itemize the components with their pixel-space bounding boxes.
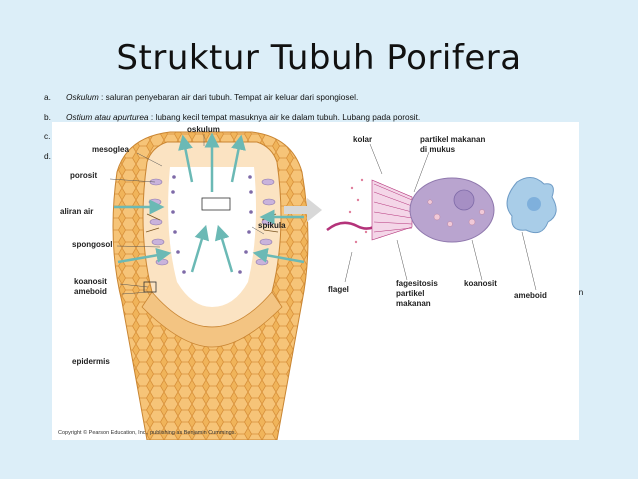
label-partikel-1: partikel makanan: [420, 135, 485, 144]
label-spikula: spikula: [258, 221, 286, 230]
label-kolar: kolar: [353, 135, 372, 144]
bullet-oskulum: a.Oskulum : saluran penyebaran air dari …: [44, 92, 358, 102]
label-koanosit-left: koanosit: [74, 277, 107, 286]
label-partikel-2: di mukus: [420, 145, 456, 154]
label-ameboid-left: ameboid: [74, 287, 107, 296]
label-mesoglea: mesoglea: [92, 145, 129, 154]
bullet-term: Oskulum: [66, 92, 99, 102]
bullet-label: a.: [44, 92, 66, 102]
label-aliran-air: aliran air: [60, 207, 93, 216]
choanocyte-closeup: [327, 177, 556, 243]
label-epidermis: epidermis: [72, 357, 110, 366]
label-spongosol: spongosol: [72, 240, 112, 249]
sponge-body: [113, 132, 308, 440]
bullet-text: : saluran penyebaran air dari tubuh. Tem…: [99, 92, 359, 102]
copyright-notice: Copyright © Pearson Education, Inc., pub…: [58, 429, 236, 436]
bullet-label: b.: [44, 112, 66, 122]
slide-title: Struktur Tubuh Porifera: [0, 38, 638, 78]
label-fagesitosis-3: makanan: [396, 299, 431, 308]
label-fagesitosis-1: fagesitosis: [396, 279, 438, 288]
label-porosit: porosit: [70, 171, 97, 180]
label-flagel: flagel: [328, 285, 349, 294]
label-ameboid-right: ameboid: [514, 291, 547, 300]
bullet-ostium: b.Ostium atau apurturea : lubang kecil t…: [44, 112, 420, 122]
label-oskulum: oskulum: [187, 125, 220, 134]
bullet-text: : lubang kecil tempat masuknya air ke da…: [149, 112, 421, 122]
label-koanosit-right: koanosit: [464, 279, 497, 288]
porifera-illustration: oskulum mesoglea porosit aliran air spon…: [52, 122, 579, 440]
label-fagesitosis-2: partikel: [396, 289, 424, 298]
bullet-term: Ostium atau apurturea: [66, 112, 149, 122]
porifera-diagram: oskulum mesoglea porosit aliran air spon…: [52, 122, 579, 440]
